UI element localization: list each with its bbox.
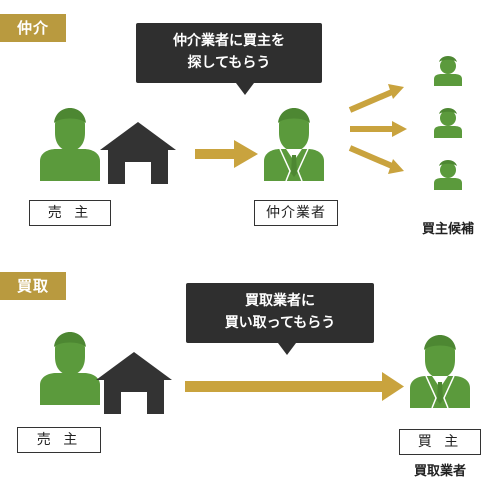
bubble-line-1: 買取業者に (245, 293, 315, 309)
bubble-line-1: 仲介業者に買主を (173, 33, 285, 49)
arrow-right-long-icon (185, 372, 404, 401)
buyer-company-icon (409, 334, 471, 409)
bubble-line-2: 買い取ってもらう (224, 315, 336, 331)
buyer-candidate-icon-2 (434, 108, 462, 138)
arrow-right-icon (195, 140, 258, 168)
arrow-right-icon-2 (350, 121, 407, 137)
seller-icon (40, 108, 100, 181)
agent-icon (263, 107, 325, 182)
buyer-label-box: 買 主 (399, 429, 481, 455)
bubble-line-2: 探してもらう (187, 55, 271, 71)
house-icon (100, 122, 176, 184)
speech-bubble-chukai: 仲介業者に買主を 探してもらう (136, 23, 322, 95)
seller-label-box: 売 主 (29, 200, 111, 226)
section-tag-chukai: 仲介 (0, 14, 66, 42)
seller-icon-2 (40, 332, 100, 405)
seller-label-box-2: 売 主 (17, 427, 101, 453)
agent-label-box: 仲介業者 (254, 200, 338, 226)
speech-bubble-kaitori: 買取業者に 買い取ってもらう (186, 283, 374, 355)
buyer-company-label: 買取業者 (413, 464, 466, 479)
section-tag-kaitori: 買取 (0, 272, 66, 300)
arrow-down-right-icon (348, 145, 404, 174)
buyer-candidate-icon-3 (434, 160, 462, 190)
buyer-candidates-label: 買主候補 (421, 222, 474, 237)
buyer-candidate-icon-1 (434, 56, 462, 86)
arrow-up-right-icon (348, 84, 404, 113)
house-icon-2 (96, 352, 172, 414)
